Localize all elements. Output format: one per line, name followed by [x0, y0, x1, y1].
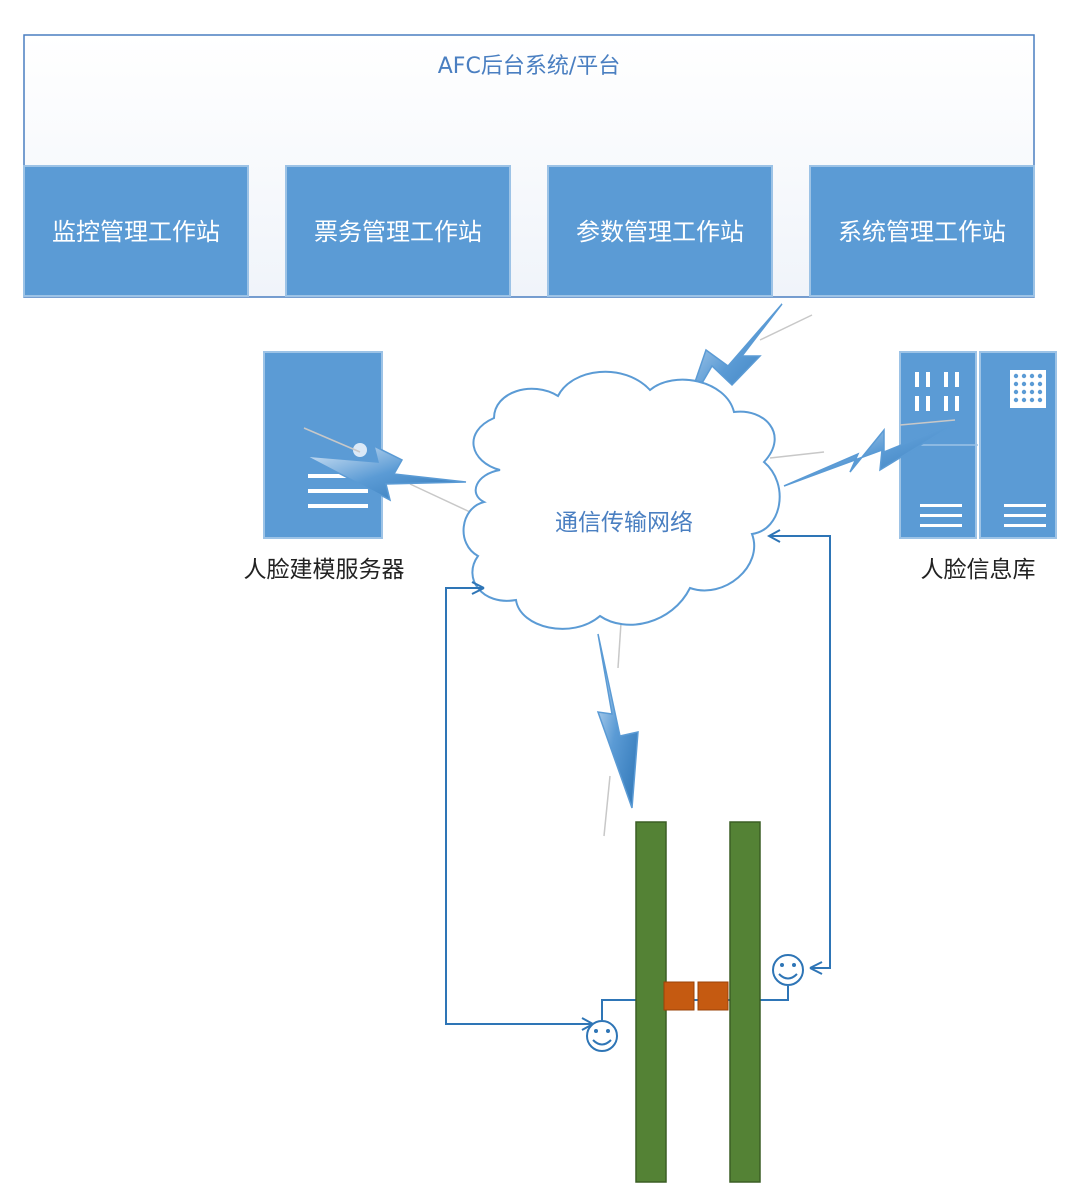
gate-pillar-left [635, 821, 667, 1183]
lightning-icon [303, 427, 471, 513]
gate-pillar-right [729, 821, 761, 1183]
server-icon [263, 351, 383, 539]
workstation-system: 系统管理工作站 [809, 165, 1035, 297]
lightning-icon [596, 607, 639, 837]
workstation-parameters: 参数管理工作站 [547, 165, 773, 297]
gate-flap-right [697, 981, 729, 1011]
face-database-label: 人脸信息库 [921, 557, 1036, 583]
arrow-line [601, 999, 636, 1020]
ticket-gate [635, 821, 761, 1183]
cloud-icon: 通信传输网络 [462, 370, 781, 630]
smiley-face-icon [772, 954, 804, 986]
lightning-icon [769, 419, 959, 487]
workstation-label: 监控管理工作站 [52, 218, 220, 246]
arrow-line [770, 536, 831, 969]
face-modeling-server-label: 人脸建模服务器 [244, 557, 405, 583]
workstation-label: 参数管理工作站 [576, 218, 744, 246]
face-modeling-server: 人脸建模服务器 [244, 351, 405, 583]
arrow-line [445, 587, 592, 1024]
platform-title: AFC后台系统/平台 [438, 54, 620, 79]
workstation-ticketing: 票务管理工作站 [285, 165, 511, 297]
workstation-label: 系统管理工作站 [838, 218, 1006, 246]
network-label: 通信传输网络 [555, 510, 693, 536]
arrow-head [471, 581, 485, 595]
smiley-face-icon [586, 1020, 618, 1052]
workstation-label: 票务管理工作站 [314, 218, 482, 246]
face-database: 人脸信息库 [899, 351, 1057, 583]
gate-flap-left [663, 981, 695, 1011]
database-rack-icon [899, 351, 1057, 539]
workstations: 监控管理工作站 票务管理工作站 参数管理工作站 系统管理工作站 [23, 165, 1035, 297]
workstation-monitoring: 监控管理工作站 [23, 165, 249, 297]
arrow-head [809, 961, 823, 975]
